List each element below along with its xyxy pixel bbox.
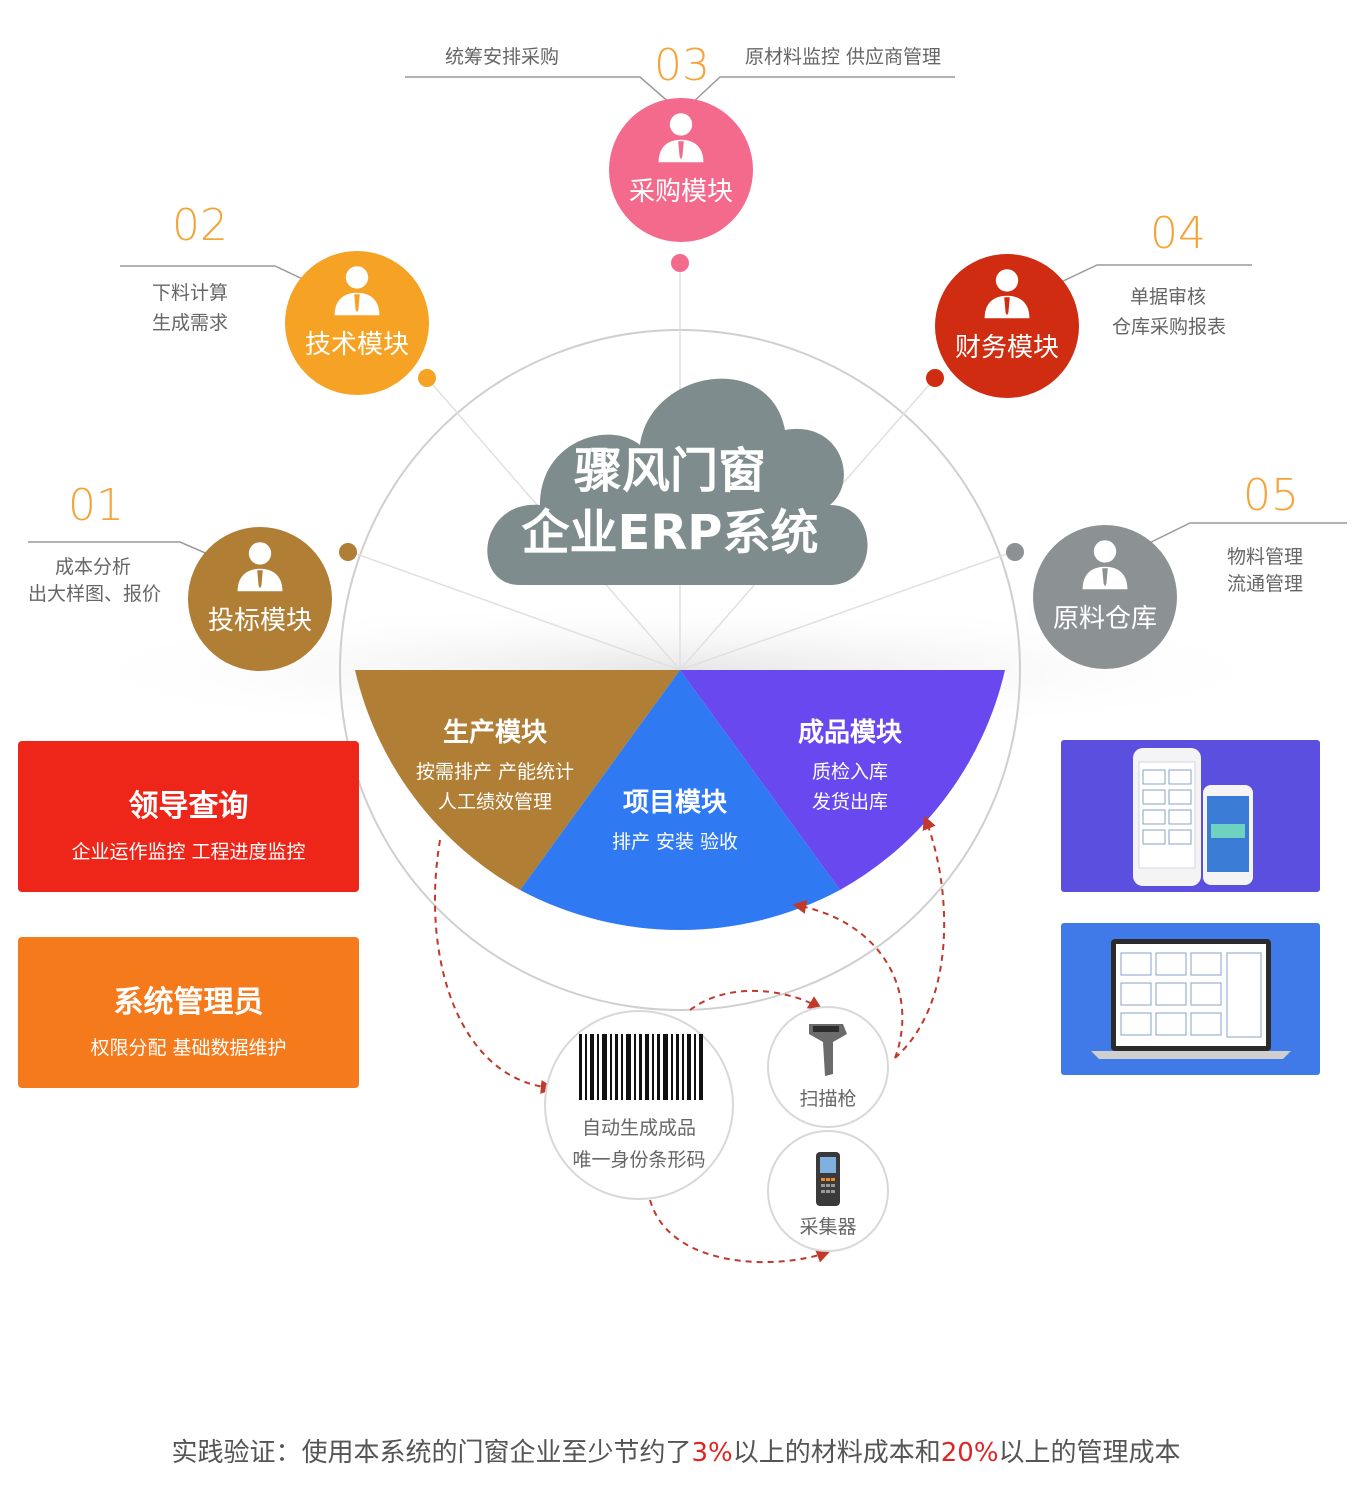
- person-icon: [653, 109, 709, 165]
- segment-project-line-1: 排产 安装 验收: [590, 827, 760, 857]
- module-05-note-1: 物料管理: [1227, 542, 1303, 572]
- module-technical-label: 技术模块: [305, 324, 409, 361]
- module-05-note-2: 流通管理: [1227, 569, 1303, 599]
- scanner-circle: 扫描枪: [767, 1006, 889, 1128]
- module-01-note-1: 成本分析: [55, 552, 131, 582]
- module-04-note-2: 仓库采购报表: [1112, 312, 1226, 342]
- laptop-illustration: [1061, 923, 1320, 1075]
- scanner-icon: [803, 1020, 853, 1080]
- leader-query-box[interactable]: 领导查询 企业运作监控 工程进度监控: [18, 741, 359, 892]
- leader-query-title: 领导查询: [18, 781, 359, 825]
- phones-illustration: [1061, 740, 1320, 892]
- module-05-dot: [1006, 543, 1024, 561]
- segment-project-text: 项目模块 排产 安装 验收: [590, 782, 760, 857]
- collector-label: 采集器: [769, 1212, 887, 1239]
- module-finance-label: 财务模块: [955, 327, 1059, 364]
- person-icon: [979, 265, 1035, 321]
- footer-part-2: 以上的材料成本和: [733, 1438, 941, 1468]
- footer-highlight-management: 20%: [941, 1438, 999, 1468]
- barcode-circle: 自动生成成品 唯一身份条形码: [544, 1010, 734, 1200]
- segment-finished-line-1: 质检入库: [775, 757, 925, 787]
- center-title-line1: 骤风门窗: [470, 440, 870, 502]
- person-icon: [1077, 536, 1133, 592]
- collector-circle: 采集器: [767, 1130, 889, 1252]
- center-title: 骤风门窗 企业ERP系统: [470, 440, 870, 564]
- module-bidding-label: 投标模块: [208, 600, 312, 637]
- module-03-dot: [671, 254, 689, 272]
- module-05-number: 05: [1243, 470, 1299, 521]
- person-icon: [329, 262, 385, 318]
- segment-finished-title: 成品模块: [775, 712, 925, 749]
- barcode-label: 自动生成成品 唯一身份条形码: [546, 1112, 732, 1176]
- module-warehouse[interactable]: 原料仓库: [1033, 525, 1177, 669]
- barcode-label-line-1: 自动生成成品: [546, 1112, 732, 1144]
- module-bidding[interactable]: 投标模块: [188, 527, 332, 671]
- module-02-dot: [418, 369, 436, 387]
- desktop-app-panel: [1061, 923, 1320, 1075]
- segment-production-text: 生产模块 按需排产 产能统计 人工绩效管理: [405, 712, 585, 817]
- system-admin-box[interactable]: 系统管理员 权限分配 基础数据维护: [18, 937, 359, 1088]
- segment-project-title: 项目模块: [590, 782, 760, 819]
- system-admin-title: 系统管理员: [18, 977, 359, 1021]
- footer-highlight-material: 3%: [691, 1438, 732, 1468]
- barcode-label-line-2: 唯一身份条形码: [546, 1144, 732, 1176]
- module-03-note-2: 原材料监控 供应商管理: [745, 42, 941, 72]
- module-purchase-label: 采购模块: [629, 171, 733, 208]
- module-02-number: 02: [172, 200, 228, 251]
- segment-production-title: 生产模块: [405, 712, 585, 749]
- footer-part-1: 实践验证：使用本系统的门窗企业至少节约了: [171, 1438, 691, 1468]
- module-04-dot: [926, 369, 944, 387]
- center-title-line2: 企业ERP系统: [470, 502, 870, 564]
- segment-finished-text: 成品模块 质检入库 发货出库: [775, 712, 925, 817]
- scanner-label: 扫描枪: [769, 1084, 887, 1111]
- module-02-note-1: 下料计算: [152, 278, 228, 308]
- module-02-note-2: 生成需求: [152, 308, 228, 338]
- module-03-number: 03: [654, 40, 710, 91]
- collector-icon: [813, 1150, 843, 1208]
- footer-text: 实践验证：使用本系统的门窗企业至少节约了3%以上的材料成本和20%以上的管理成本: [0, 1432, 1352, 1469]
- mobile-app-panel: [1061, 740, 1320, 892]
- segment-finished-line-2: 发货出库: [775, 787, 925, 817]
- segment-production-line-1: 按需排产 产能统计: [405, 757, 585, 787]
- module-warehouse-label: 原料仓库: [1053, 598, 1157, 635]
- segment-production-line-2: 人工绩效管理: [405, 787, 585, 817]
- person-icon: [232, 538, 288, 594]
- footer-part-3: 以上的管理成本: [999, 1438, 1181, 1468]
- module-03-note-1: 统筹安排采购: [445, 42, 559, 72]
- module-purchase[interactable]: 采购模块: [609, 98, 753, 242]
- module-finance[interactable]: 财务模块: [935, 254, 1079, 398]
- module-01-dot: [339, 543, 357, 561]
- module-01-number: 01: [68, 480, 124, 531]
- barcode-icon: [579, 1034, 703, 1100]
- leader-query-sub: 企业运作监控 工程进度监控: [18, 837, 359, 864]
- system-admin-sub: 权限分配 基础数据维护: [18, 1033, 359, 1060]
- module-01-note-2: 出大样图、报价: [28, 579, 161, 609]
- module-04-number: 04: [1150, 208, 1206, 259]
- module-technical[interactable]: 技术模块: [285, 251, 429, 395]
- module-04-note-1: 单据审核: [1130, 282, 1206, 312]
